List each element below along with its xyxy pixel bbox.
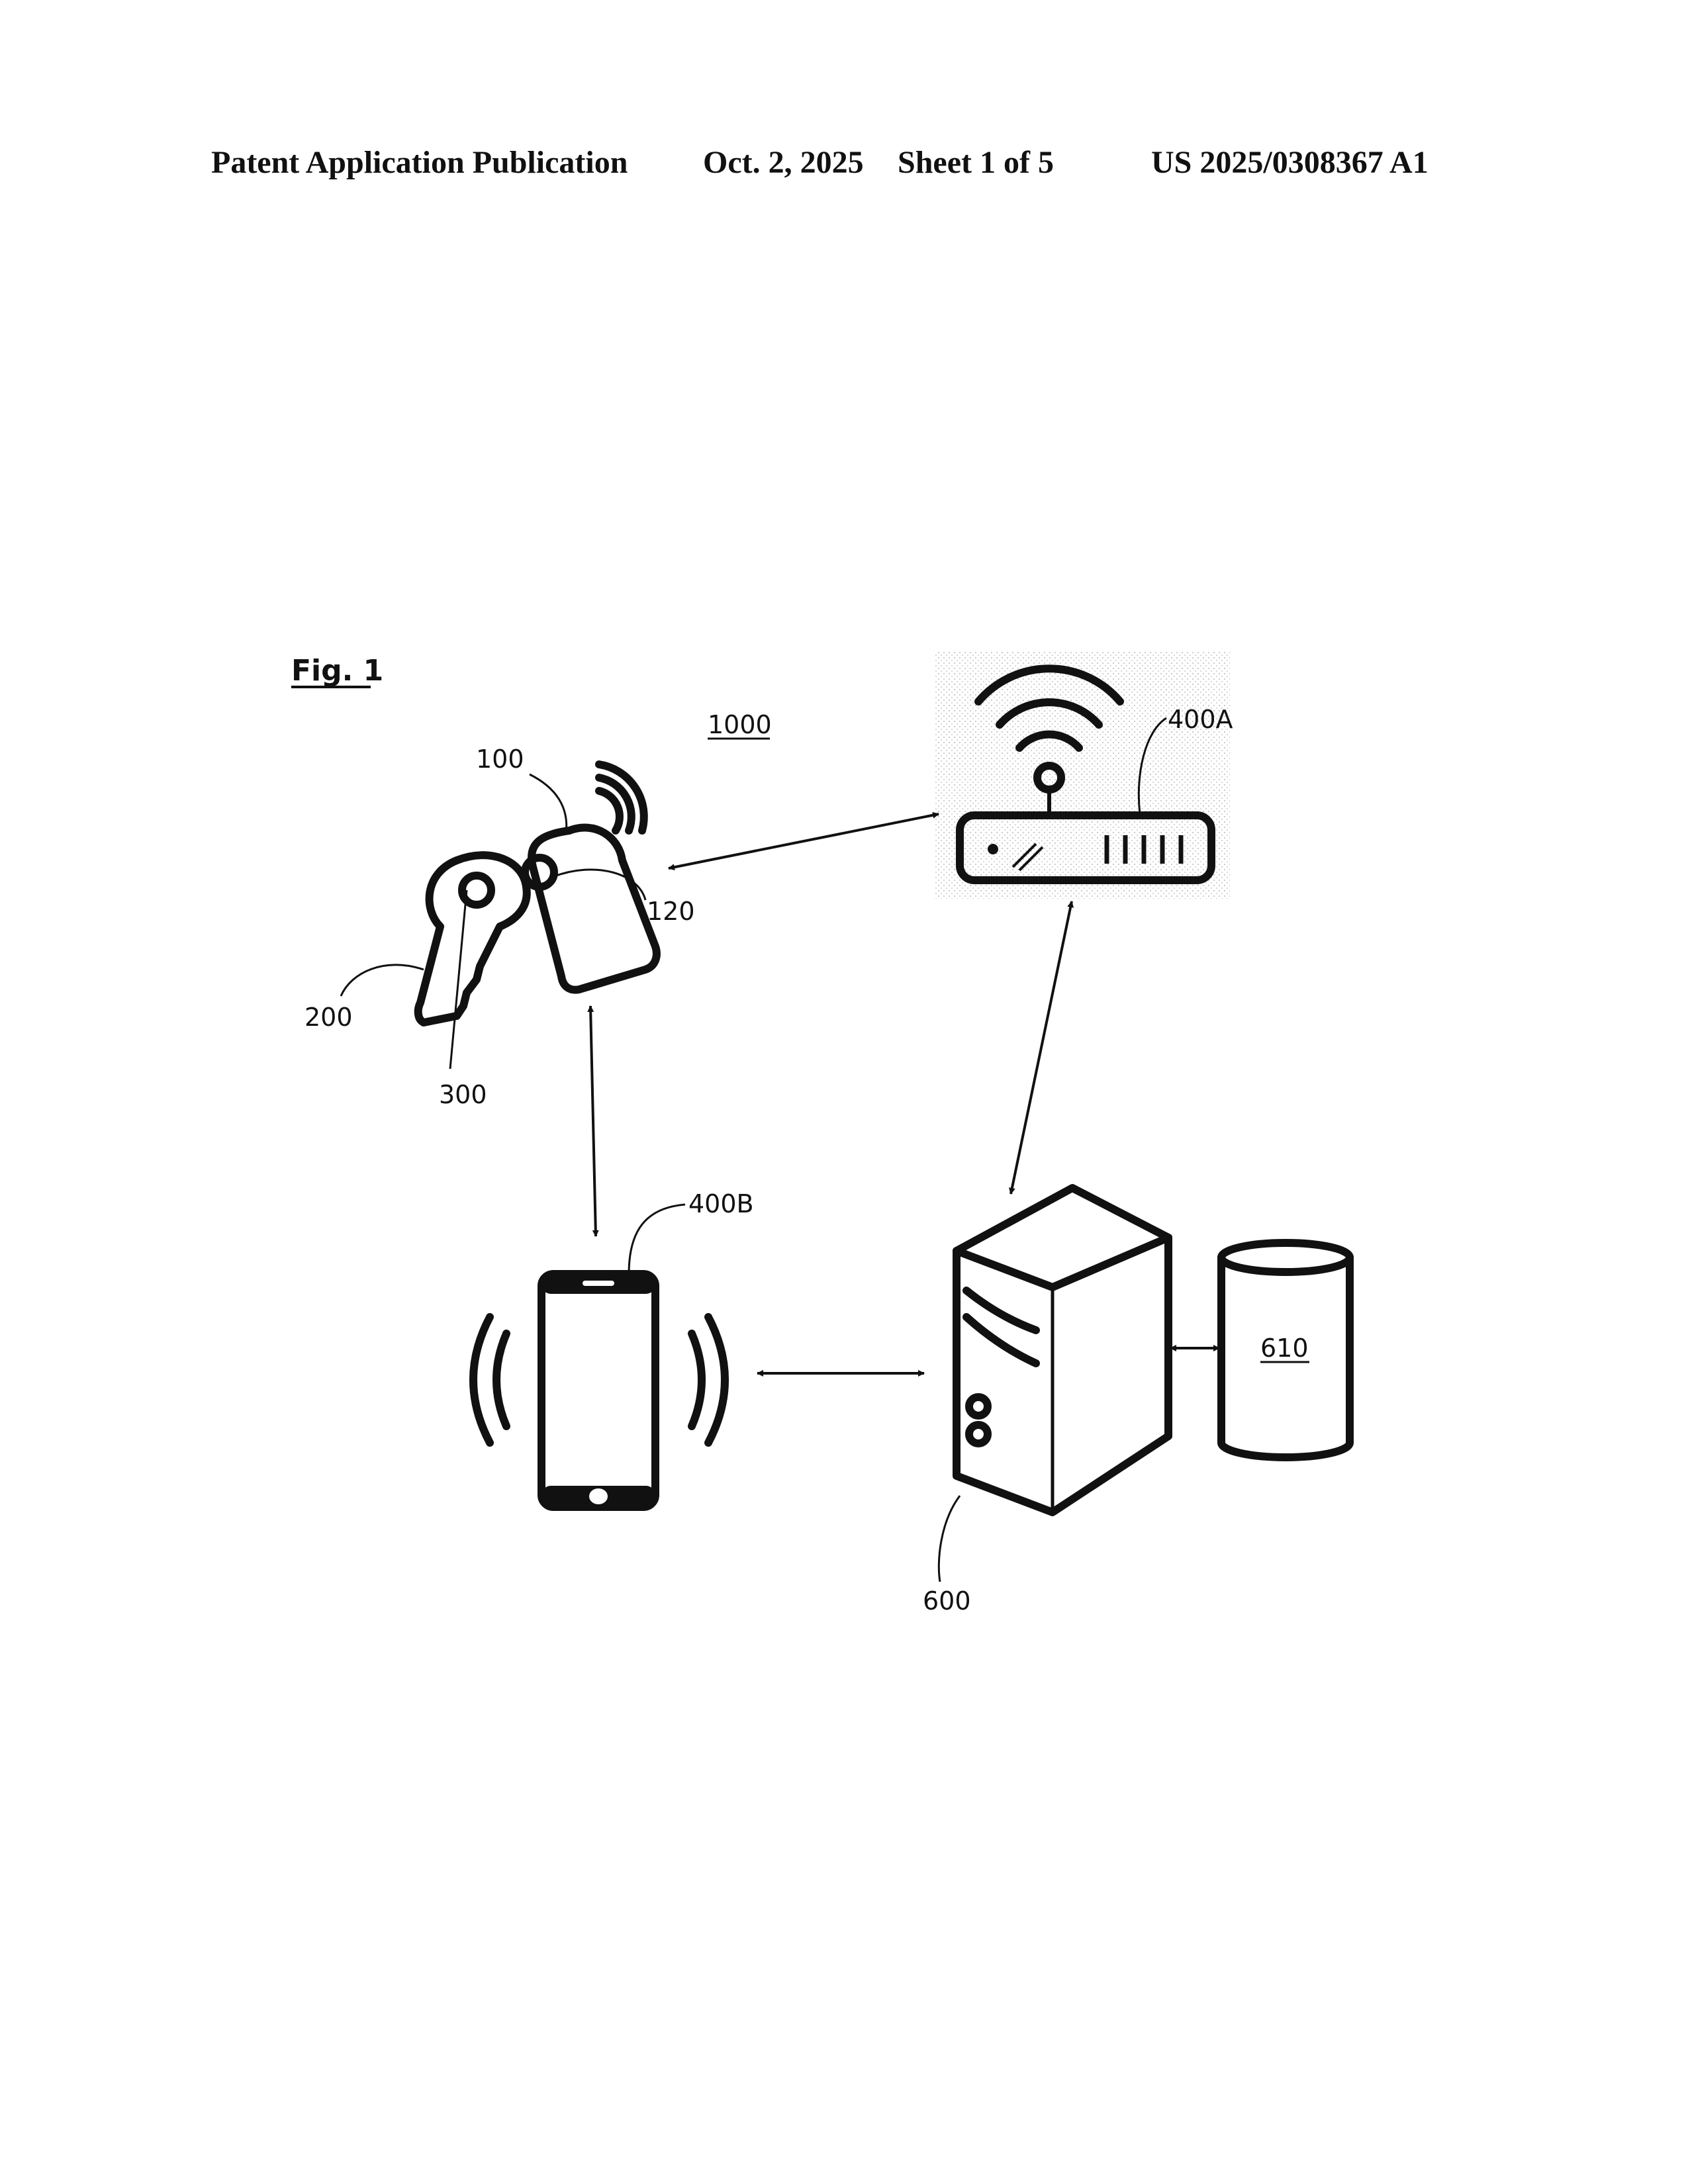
leader-300 [450, 890, 467, 1069]
label-610: 610 [1260, 1334, 1309, 1363]
key-fob-icon [418, 764, 657, 1023]
arrow-keyfob-phone [590, 1006, 596, 1236]
server-icon [957, 1188, 1168, 1512]
leader-400b [629, 1205, 685, 1274]
arrow-router-server [1011, 901, 1072, 1194]
figure-title: Fig. 1 [291, 654, 383, 688]
label-300: 300 [439, 1080, 487, 1109]
label-600: 600 [923, 1586, 971, 1615]
tag-icon [532, 828, 657, 990]
leader-600 [939, 1496, 960, 1582]
label-200: 200 [305, 1003, 353, 1032]
leader-200 [341, 965, 424, 996]
label-400b: 400B [688, 1189, 754, 1218]
smartphone-icon [473, 1274, 725, 1507]
leader-100 [530, 774, 567, 834]
label-120: 120 [647, 897, 695, 926]
system-label: 1000 [708, 710, 772, 739]
arrow-keyfob-router [669, 814, 939, 868]
label-100: 100 [476, 745, 524, 774]
label-400a: 400A [1168, 705, 1233, 734]
router-icon [935, 651, 1230, 899]
